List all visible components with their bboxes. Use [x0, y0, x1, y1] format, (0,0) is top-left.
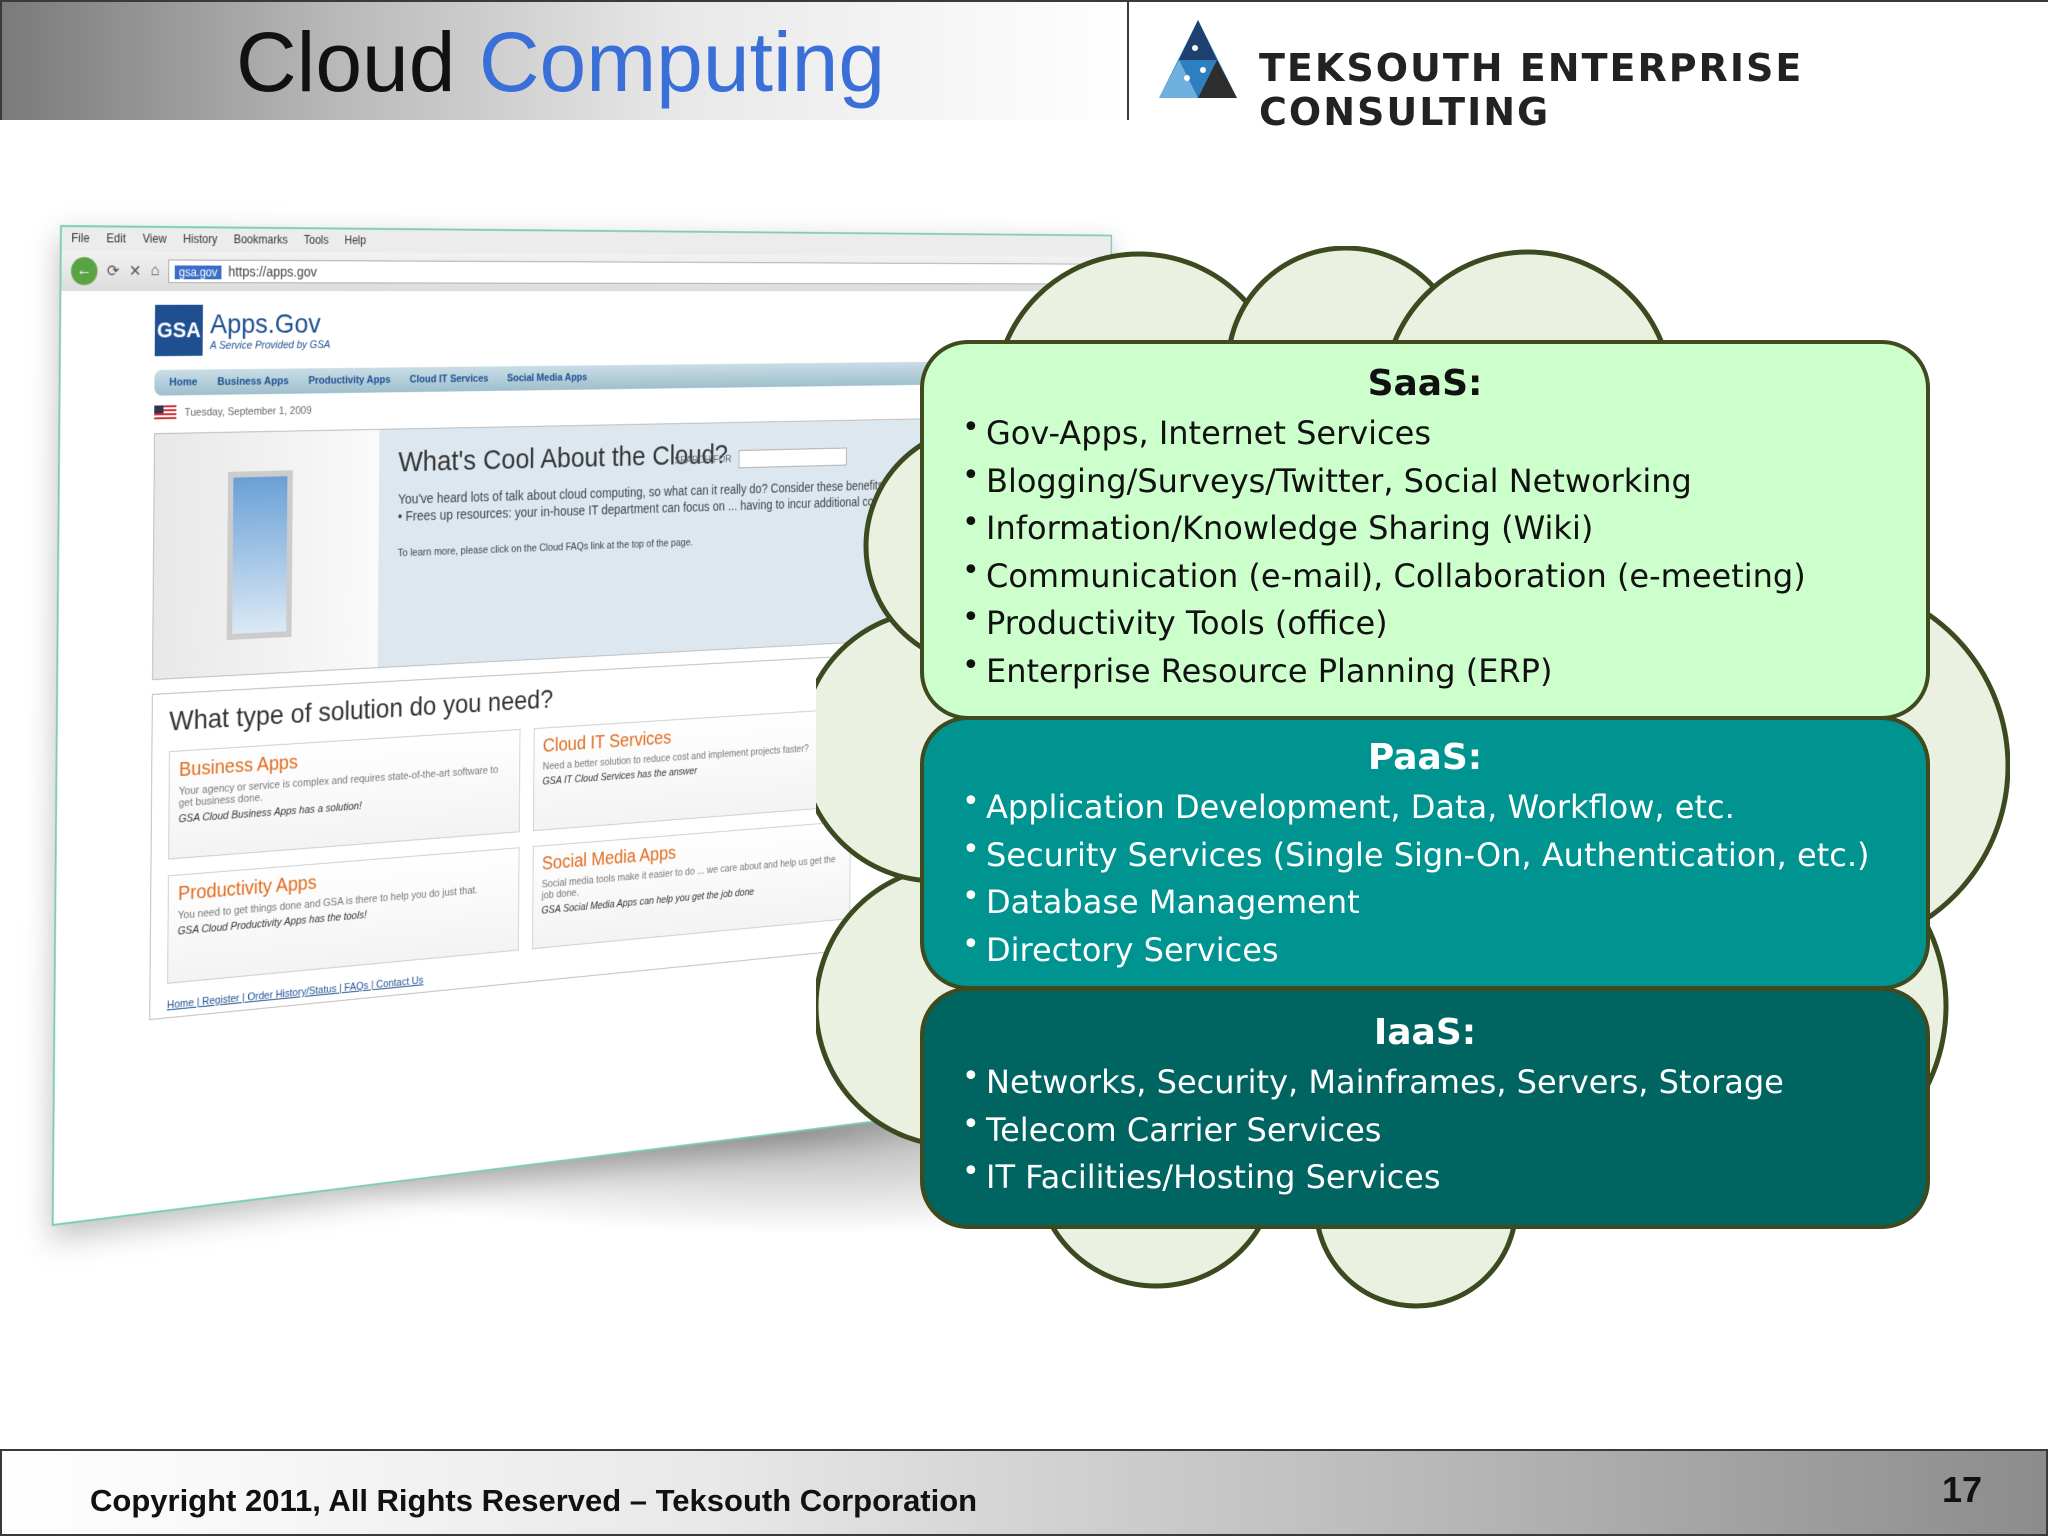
- copyright-text: Copyright 2011, All Rights Reserved – Te…: [90, 1483, 977, 1519]
- site-identity-badge[interactable]: gsa.gov: [175, 265, 221, 279]
- saas-title: SaaS:: [962, 364, 1888, 404]
- nav-cloud-it-services[interactable]: Cloud IT Services: [410, 366, 489, 392]
- iaas-item: IT Facilities/Hosting Services: [962, 1154, 1888, 1202]
- paas-item: Database Management: [962, 879, 1888, 927]
- slide-footer: Copyright 2011, All Rights Reserved – Te…: [0, 1449, 2048, 1536]
- menu-file[interactable]: File: [71, 231, 89, 247]
- card-productivity-apps[interactable]: Productivity Apps You need to get things…: [167, 847, 519, 984]
- date-text: Tuesday, September 1, 2009: [184, 405, 311, 419]
- url-text: https://apps.gov: [228, 264, 317, 280]
- company-name: TEKSOUTH ENTERPRISE CONSULTING: [1259, 46, 2048, 134]
- saas-item: Productivity Tools (office): [962, 600, 1888, 648]
- teksouth-logo-icon: [1157, 18, 1239, 100]
- nav-home[interactable]: Home: [169, 370, 197, 396]
- site-subtitle: A Service Provided by GSA: [210, 339, 330, 352]
- paas-box: PaaS: Application Development, Data, Wor…: [920, 716, 1930, 990]
- menu-view[interactable]: View: [143, 232, 167, 248]
- card-cloud-it-services[interactable]: Cloud IT Services Need a better solution…: [533, 708, 852, 831]
- slide-title: Cloud Computing: [236, 14, 885, 110]
- saas-item: Communication (e-mail), Collaboration (e…: [962, 553, 1888, 601]
- saas-item: Blogging/Surveys/Twitter, Social Network…: [962, 458, 1888, 506]
- iaas-item: Telecom Carrier Services: [962, 1107, 1888, 1155]
- saas-list: Gov-Apps, Internet Services Blogging/Sur…: [962, 410, 1888, 695]
- site-title[interactable]: Apps.Gov: [210, 308, 331, 340]
- menu-bookmarks[interactable]: Bookmarks: [234, 232, 288, 248]
- paas-title: PaaS:: [962, 738, 1888, 778]
- reload-icon[interactable]: ⟳: [107, 261, 120, 281]
- open-door-image: [153, 430, 380, 679]
- iaas-box: IaaS: Networks, Security, Mainframes, Se…: [920, 987, 1930, 1229]
- paas-item: Directory Services: [962, 927, 1888, 975]
- back-arrow-icon[interactable]: ←: [71, 257, 98, 285]
- iaas-title: IaaS:: [962, 1013, 1888, 1053]
- menu-tools[interactable]: Tools: [304, 233, 329, 249]
- nav-business-apps[interactable]: Business Apps: [217, 369, 289, 395]
- title-accent: Computing: [479, 15, 885, 109]
- iaas-item: Networks, Security, Mainframes, Servers,…: [962, 1059, 1888, 1107]
- menu-history[interactable]: History: [183, 232, 217, 248]
- saas-item: Information/Knowledge Sharing (Wiki): [962, 505, 1888, 553]
- paas-item: Security Services (Single Sign-On, Authe…: [962, 832, 1888, 880]
- page-number: 17: [1942, 1469, 1982, 1511]
- title-plain: Cloud: [236, 15, 455, 109]
- stop-icon[interactable]: ✕: [129, 261, 142, 281]
- paas-list: Application Development, Data, Workflow,…: [962, 784, 1888, 974]
- iaas-list: Networks, Security, Mainframes, Servers,…: [962, 1059, 1888, 1202]
- gsa-logo[interactable]: GSA: [155, 305, 203, 356]
- nav-social-media-apps[interactable]: Social Media Apps: [507, 365, 587, 390]
- paas-item: Application Development, Data, Workflow,…: [962, 784, 1888, 832]
- logo-band: TEKSOUTH ENTERPRISE CONSULTING: [1129, 2, 2048, 120]
- card-social-media-apps[interactable]: Social Media Apps Social media tools mak…: [532, 821, 851, 949]
- nav-productivity-apps[interactable]: Productivity Apps: [308, 368, 390, 394]
- saas-item: Gov-Apps, Internet Services: [962, 410, 1888, 458]
- search-label: SEARCH FOR: [674, 454, 731, 466]
- saas-item: Enterprise Resource Planning (ERP): [962, 648, 1888, 696]
- menu-edit[interactable]: Edit: [106, 231, 126, 247]
- card-business-apps[interactable]: Business Apps Your agency or service is …: [168, 729, 520, 860]
- saas-box: SaaS: Gov-Apps, Internet Services Bloggi…: [920, 340, 1930, 720]
- menu-help[interactable]: Help: [344, 233, 366, 249]
- us-flag-icon: [154, 405, 176, 421]
- home-icon[interactable]: ⌂: [150, 262, 159, 280]
- slide-header: Cloud Computing TEKSOUTH ENTERPRISE CONS…: [0, 0, 2048, 120]
- title-band: Cloud Computing: [2, 2, 1129, 120]
